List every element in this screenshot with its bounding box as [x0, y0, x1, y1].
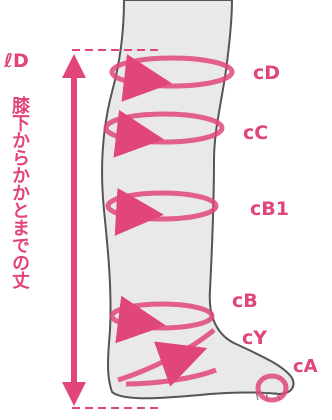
- label-cb1: cB1: [250, 200, 289, 219]
- label-ca: cA: [293, 358, 318, 376]
- length-caption: 膝下からかかとまでの丈: [4, 96, 28, 289]
- label-cy: cY: [242, 329, 267, 348]
- label-cb: cB: [232, 292, 258, 311]
- length-arrow: [62, 54, 86, 406]
- label-ld: ℓD: [4, 52, 29, 71]
- label-cd: cD: [253, 64, 280, 83]
- label-cc: cC: [243, 124, 268, 143]
